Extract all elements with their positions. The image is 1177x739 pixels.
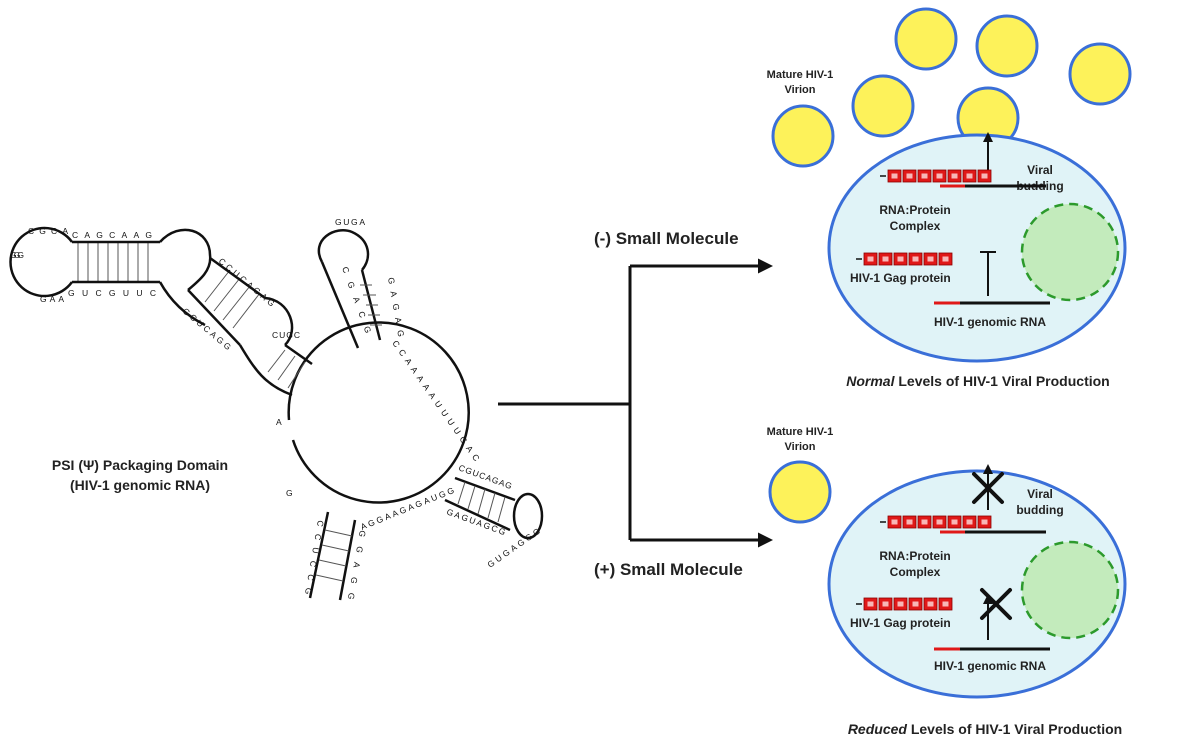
complex-label-bottom-1: RNA:Protein	[879, 549, 950, 563]
virions-top	[771, 7, 1132, 168]
stem-3-pairs	[267, 349, 306, 389]
loop-1-bottom-seq: GAA	[40, 294, 64, 304]
virion-label-top-1: Mature HIV-1	[767, 69, 834, 81]
stem-5-pairs	[457, 481, 506, 523]
loop-top	[317, 229, 370, 271]
budding-label-bottom-1: Viral	[1027, 487, 1053, 501]
nucleus-top	[1020, 202, 1120, 302]
branch-arrows: (-) Small Molecule (+) Small Molecule	[498, 229, 773, 579]
gag-label-bottom: HIV-1 Gag protein	[850, 616, 951, 630]
genomic-rna-label-bottom: HIV-1 genomic RNA	[934, 659, 1046, 673]
virion	[771, 104, 835, 168]
central-ring	[287, 321, 470, 504]
virion-label-top-2: Virion	[785, 84, 816, 96]
cell-top	[827, 133, 1127, 363]
stem-6-left-seq: CCUCCG	[303, 520, 326, 596]
protein-chain-complex-bottom	[887, 515, 992, 529]
virion	[894, 7, 958, 71]
loop-top-seq: GUGA	[335, 217, 365, 227]
stem-4-right-seq: GAGAG	[386, 277, 406, 338]
stem-1-pairs	[77, 242, 149, 282]
protein-chain-complex-top	[887, 169, 992, 183]
rna-label-line-2: (HIV-1 genomic RNA)	[70, 477, 210, 493]
virion-label-bottom-1: Mature HIV-1	[767, 426, 834, 438]
stem-4-pairs	[360, 284, 382, 326]
blocked-budding-x-icon	[972, 472, 1004, 504]
stem-1-bottom-seq: GUCGUUC	[68, 288, 156, 298]
ring-bottom-seq: AGGAAGAGAUGG	[359, 485, 455, 532]
stem-2-right-seq: CCUCAGAG	[217, 256, 277, 309]
caption-top: Normal Levels of HIV-1 Viral Production	[846, 373, 1109, 389]
loop-1	[9, 226, 74, 298]
stem-1-top-seq: CAGCAAG	[72, 230, 152, 240]
gag-label-top: HIV-1 Gag protein	[850, 271, 951, 285]
stem-6-pairs	[315, 529, 353, 582]
virion	[975, 14, 1039, 78]
virion	[851, 74, 915, 138]
bulge-2	[264, 296, 294, 346]
minus-small-molecule-label: (-) Small Molecule	[594, 229, 739, 248]
genomic-rna-label-top: HIV-1 genomic RNA	[934, 315, 1046, 329]
virion-label-bottom-2: Virion	[785, 441, 816, 453]
caption-bottom: Reduced Levels of HIV-1 Viral Production	[848, 721, 1122, 737]
complex-label-bottom-2: Complex	[890, 565, 941, 579]
rna-label-line-1: PSI (Ψ) Packaging Domain	[52, 457, 228, 473]
psi-rna-structure: CAGCAAG GUCGUUC CGCA GGG GAA GCUCAGG CCU…	[9, 217, 544, 600]
stem-5-left-seq: CGUCAGAG	[457, 462, 513, 491]
plus-small-molecule-label: (+) Small Molecule	[594, 560, 743, 579]
budding-label-bottom-2: budding	[1016, 503, 1063, 517]
loop-1-left-seq: GGG	[10, 250, 24, 260]
virion	[1068, 42, 1132, 106]
virion	[768, 460, 832, 524]
loop-5	[512, 492, 544, 540]
bulge-1	[159, 228, 212, 291]
nucleus-bottom	[1020, 540, 1120, 640]
stem-6-right-seq: GGAGG	[346, 530, 368, 601]
stem-2-pairs	[204, 269, 261, 329]
panel-normal: Mature HIV-1 Virion Viral budding RNA:Pr…	[767, 7, 1132, 389]
blocked-gag-x-icon	[980, 588, 1012, 620]
ring-left-a: A	[276, 417, 282, 427]
panel-reduced: Mature HIV-1 Virion Viral budding RNA:Pr…	[767, 426, 1127, 737]
complex-label-top-2: Complex	[890, 219, 941, 233]
complex-label-top-1: RNA:Protein	[879, 203, 950, 217]
stem-3-seq: CUGC	[272, 330, 300, 340]
budding-label-top-1: Viral	[1027, 163, 1053, 177]
ring-left-g: G	[286, 488, 293, 498]
nucleotide-letters: CAGCAAG GUCGUUC CGCA GGG GAA GCUCAGG CCU…	[10, 217, 542, 600]
